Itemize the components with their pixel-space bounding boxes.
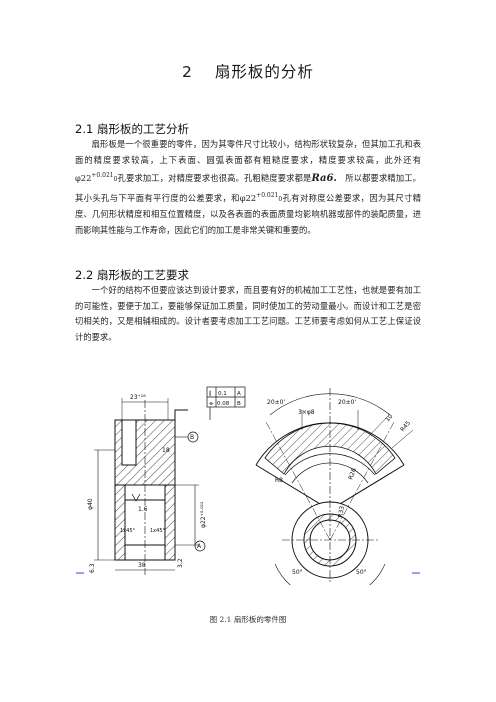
tol-row2-datum: B: [237, 401, 241, 407]
dim-bottom-width: 38: [138, 562, 146, 569]
dim-right-bottom: 3.2: [177, 558, 184, 568]
tol-row2-value: 0.08: [217, 401, 230, 407]
radius-outer: R45: [399, 420, 412, 434]
holes-spec: 3×φ8: [298, 409, 315, 416]
tol-row1-value: 0.1: [218, 391, 227, 397]
right-top-view: [255, 388, 420, 585]
chapter-title: 2 扇形板的分析: [0, 60, 496, 82]
tolerance-lower: 0: [113, 176, 118, 184]
paragraph-text: 孔有对称度公差要求，因为其尺寸精度、几何形状精度和相互位置精度，以及各表面的表面…: [75, 192, 421, 235]
roughness-mark: 1.6: [138, 506, 148, 513]
paragraph-process-analysis: 扇形板是一个很重要的零件，因为其零件尺寸比较小，结构形状较复杂，但其加工孔和表面…: [75, 137, 421, 239]
dim-height: φ40: [87, 498, 94, 510]
tol-row1-symbol: ∥: [209, 390, 212, 397]
dim-ten: 10: [384, 413, 394, 423]
bore-symbol: φ22: [75, 173, 92, 184]
chapter-number: 2: [182, 63, 193, 81]
angle-label: 18: [162, 447, 170, 454]
chapter-title-text: 扇形板的分析: [214, 63, 314, 81]
figure-caption: 图 2.1 扇形板的零件图: [209, 615, 287, 624]
paragraph-process-requirements: 一个好的结构不但要应该达到设计要求，而且要有好的机械加工工艺性，也就是要有加工的…: [75, 285, 421, 342]
tol-row1-datum: A: [237, 391, 241, 397]
roughness-value: Ra6.: [311, 173, 337, 185]
left-section-view: [76, 398, 206, 575]
chamfer-right: 1x45°: [150, 528, 166, 534]
part-drawing: 23⁺¹⁸ φ40 φ22⁺⁰·⁰²¹ 38 6.3 3.2 1x45° 1x4…: [76, 386, 420, 585]
dim-top-width: 23⁺¹⁸: [130, 394, 146, 401]
dim-bottom-left: 6.3: [89, 563, 96, 573]
radius-mid: R26: [347, 467, 358, 481]
tolerance-upper: +0.021: [91, 172, 114, 180]
section-heading-process-requirements: 2.2 扇形板的工艺要求: [75, 268, 189, 282]
paragraph-text: 孔要求加工，对精度要求也很高。孔粗糙度要求都是: [117, 173, 312, 184]
tolerance-upper: +0.021: [256, 191, 279, 199]
section-heading-process-analysis: 2.1 扇形板的工艺分析: [75, 122, 189, 136]
datum-b-marker: B: [190, 434, 194, 441]
angle-bottom-left: 50°: [292, 569, 303, 576]
angle-bottom-right: 50°: [356, 569, 367, 576]
radius-inner: R33: [337, 505, 346, 518]
paragraph-text: 所以都要求精加工。 其小头孔与下平面有平行度的公差要求，和: [75, 173, 421, 203]
bore-symbol: φ22: [239, 192, 257, 203]
radius-small: R8: [275, 477, 283, 484]
datum-a-marker: A: [197, 543, 202, 550]
chamfer-left: 1x45°: [120, 528, 136, 534]
dim-bore: φ22⁺⁰·⁰²¹: [200, 501, 207, 528]
tol-row2-symbol: ⌯: [209, 401, 214, 407]
angle-top-left: 20±0': [267, 399, 285, 406]
angle-top-right: 20±0': [338, 399, 356, 406]
paragraph-text: 扇形板是一个很重要的零件，因为其零件尺寸比较小，结构形状较复杂，但其加工孔和表面…: [75, 139, 421, 165]
tolerance-lower: 0: [278, 195, 283, 203]
tolerance-frame: [206, 386, 246, 420]
